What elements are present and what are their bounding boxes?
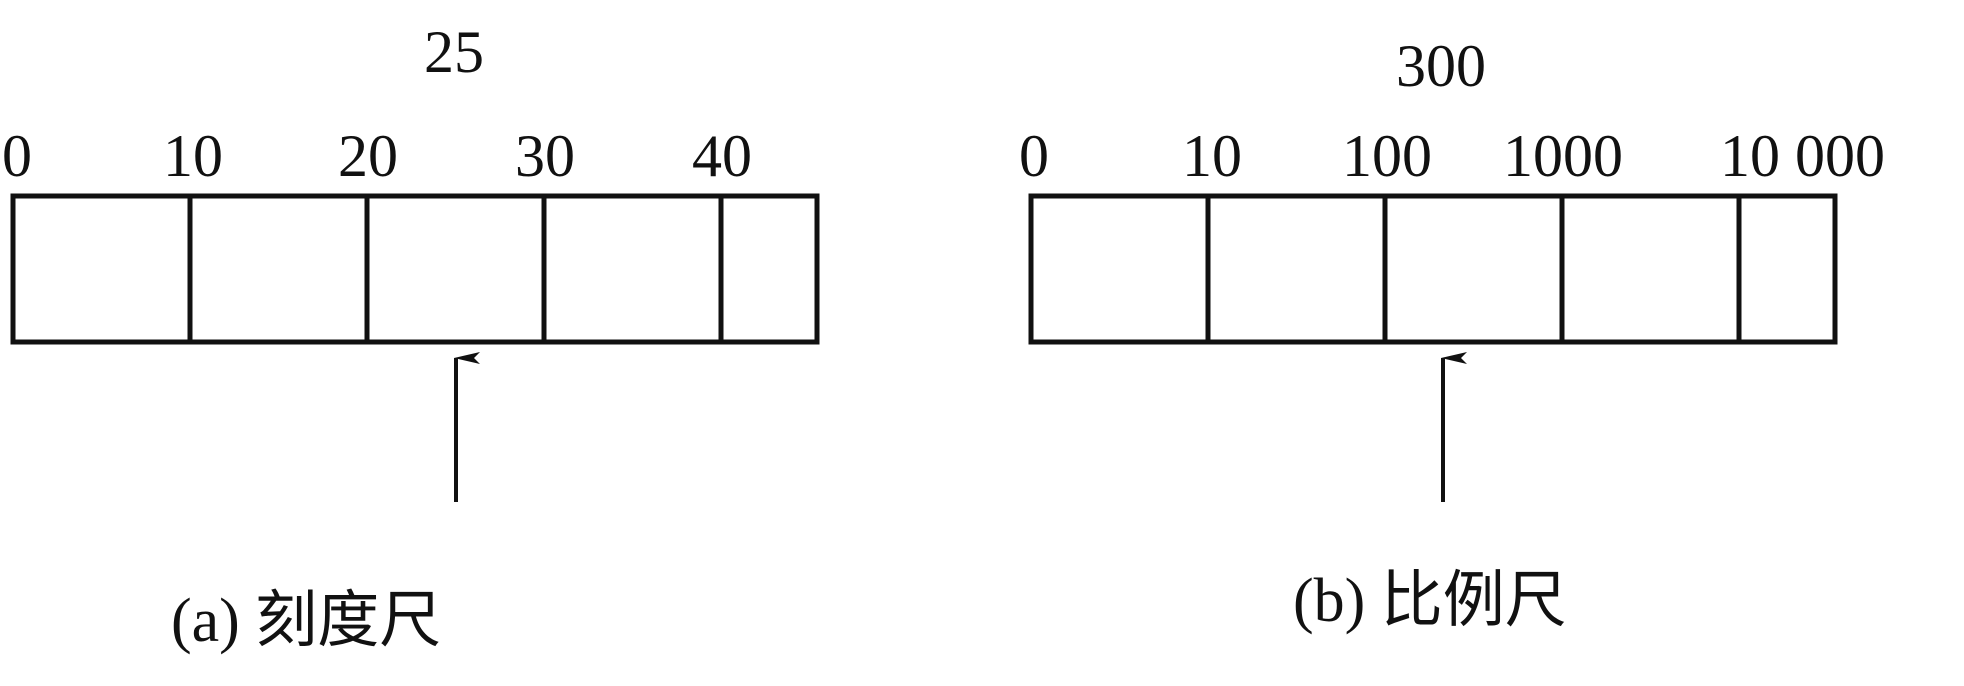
scale-ruler-tick-label: 30 <box>515 123 575 189</box>
scale-ruler-tick-label: 10 <box>163 123 223 189</box>
scale-ruler <box>10 193 820 502</box>
scale-ruler-caption: (a) 刻度尺 <box>171 587 442 655</box>
scale-ruler-frame <box>10 193 820 345</box>
scale-ruler-pointer-value: 25 <box>424 19 484 85</box>
ratio-ruler-tick-label: 0 <box>1019 123 1049 189</box>
ratio-ruler-tick-label: 100 <box>1342 123 1432 189</box>
ratio-ruler-tick-label: 1000 <box>1503 123 1623 189</box>
ratio-ruler-frame <box>1028 193 1838 345</box>
scale-ruler-tick-label: 40 <box>692 123 752 189</box>
scale-ruler-tick-label: 20 <box>338 123 398 189</box>
scale-ruler-tick-label: 0 <box>2 123 32 189</box>
ratio-ruler <box>1028 193 1838 502</box>
ratio-ruler-caption: (b) 比例尺 <box>1293 567 1567 635</box>
ratio-ruler-tick-label: 10 <box>1182 123 1242 189</box>
ratio-ruler-tick-label: 10 000 <box>1720 123 1885 189</box>
ratio-ruler-pointer-value: 300 <box>1396 33 1486 99</box>
